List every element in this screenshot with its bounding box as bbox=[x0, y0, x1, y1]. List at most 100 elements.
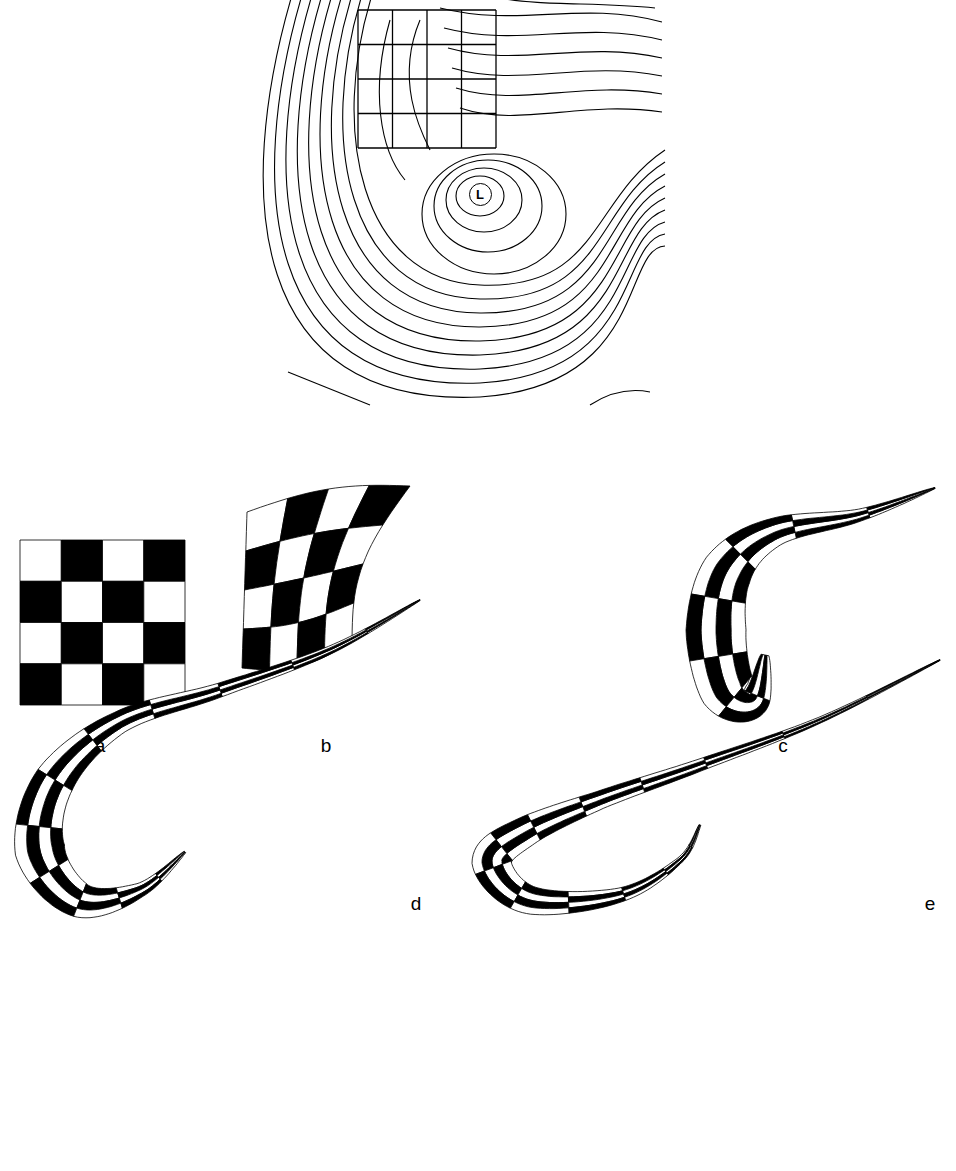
checker-cell bbox=[867, 660, 940, 699]
pressure-label: L bbox=[476, 188, 484, 201]
checker-cell bbox=[160, 852, 186, 881]
checkerboards bbox=[15, 485, 941, 918]
low-pressure-circle: L bbox=[469, 183, 492, 206]
checker-cell bbox=[243, 584, 274, 629]
streamline bbox=[434, 160, 542, 252]
checker-cell bbox=[782, 696, 866, 733]
checker-cell bbox=[15, 824, 40, 883]
checker-cell bbox=[16, 769, 46, 825]
checker-cell bbox=[20, 581, 61, 622]
checker-cell bbox=[705, 733, 784, 763]
checker-cell bbox=[510, 902, 569, 915]
streamline bbox=[422, 154, 566, 274]
checker-cell bbox=[624, 871, 667, 897]
checker-cell bbox=[30, 877, 77, 916]
checker-cell bbox=[866, 660, 940, 697]
checker-cell bbox=[731, 601, 747, 654]
checker-cell bbox=[149, 683, 219, 704]
panel-letter: b bbox=[321, 736, 332, 755]
panel-letter: c bbox=[778, 736, 788, 755]
checker-cell bbox=[783, 697, 867, 735]
checker-cell bbox=[103, 623, 144, 664]
checker-cell bbox=[476, 871, 515, 908]
checker-cell bbox=[867, 488, 935, 511]
checker-cell bbox=[719, 698, 770, 722]
checker-cell bbox=[527, 797, 581, 821]
checker-cell bbox=[119, 877, 160, 903]
checker-cell bbox=[716, 599, 733, 657]
grid-line bbox=[495, 10, 496, 148]
checker-cell bbox=[242, 627, 271, 670]
panel-letter: a bbox=[95, 736, 106, 755]
checker-cell bbox=[704, 731, 783, 760]
streamline bbox=[331, 0, 665, 313]
checker-cell bbox=[20, 540, 61, 581]
checker-cell bbox=[20, 623, 61, 664]
checker-cell bbox=[666, 846, 692, 873]
streamline bbox=[452, 68, 662, 76]
checker-cell bbox=[641, 760, 706, 785]
checker-cell bbox=[867, 660, 940, 699]
checker-cell bbox=[686, 594, 705, 661]
grid-line bbox=[358, 147, 496, 148]
checker-cell bbox=[667, 847, 693, 875]
streamline bbox=[343, 0, 665, 299]
streamline bbox=[446, 168, 522, 232]
streamline bbox=[456, 88, 662, 95]
checker-cell bbox=[103, 664, 144, 705]
checker-cell bbox=[691, 825, 701, 847]
checker-cell bbox=[866, 660, 940, 698]
checker-cell bbox=[61, 581, 102, 622]
checker-cell bbox=[61, 623, 102, 664]
checker-cell bbox=[219, 663, 293, 690]
checker-cell bbox=[144, 623, 185, 664]
streamline bbox=[456, 176, 504, 216]
streamline bbox=[590, 391, 650, 405]
panel-letter: d bbox=[411, 894, 422, 913]
checker-cell bbox=[103, 581, 144, 622]
checker-cell bbox=[701, 596, 718, 658]
checker-cell bbox=[867, 488, 935, 513]
checker-cell bbox=[665, 846, 691, 872]
checker-cell bbox=[869, 488, 935, 518]
checker-cell bbox=[367, 600, 421, 633]
checker-cell bbox=[333, 525, 382, 571]
checker-cell bbox=[868, 488, 935, 515]
grid-line bbox=[461, 10, 462, 148]
checker-cell bbox=[61, 664, 102, 705]
checker-cell bbox=[84, 700, 151, 734]
checker-cell bbox=[491, 815, 531, 840]
checker-cell bbox=[640, 758, 705, 782]
checker-cell bbox=[625, 873, 669, 900]
grid-overlay bbox=[358, 10, 496, 148]
streamline bbox=[288, 372, 370, 405]
checker-cell bbox=[690, 659, 727, 716]
checker-cell bbox=[579, 778, 641, 802]
streamline bbox=[444, 28, 662, 40]
streamline bbox=[500, 0, 655, 8]
checker-cell bbox=[791, 507, 867, 520]
streamline bbox=[286, 0, 665, 369]
checker-cell bbox=[291, 629, 366, 663]
streamline bbox=[275, 0, 665, 383]
checker-cell bbox=[725, 515, 792, 547]
checker-cell bbox=[366, 600, 420, 631]
streamline bbox=[460, 108, 662, 115]
checker-cell bbox=[692, 825, 701, 847]
streamline bbox=[320, 0, 665, 327]
checker-cell bbox=[74, 903, 123, 918]
streamline bbox=[263, 0, 665, 397]
checker-cell bbox=[144, 540, 185, 581]
checker-cell bbox=[144, 581, 185, 622]
grid-line bbox=[358, 78, 496, 79]
checker-cell bbox=[365, 600, 420, 630]
streamlines bbox=[263, 0, 665, 405]
checker-cell bbox=[784, 699, 868, 739]
streamline bbox=[448, 48, 662, 58]
checker-cell bbox=[218, 660, 292, 686]
grid-line bbox=[358, 113, 496, 114]
checker-cell bbox=[349, 485, 411, 528]
panel-letter: e bbox=[925, 894, 936, 913]
checker-cell bbox=[764, 655, 771, 700]
